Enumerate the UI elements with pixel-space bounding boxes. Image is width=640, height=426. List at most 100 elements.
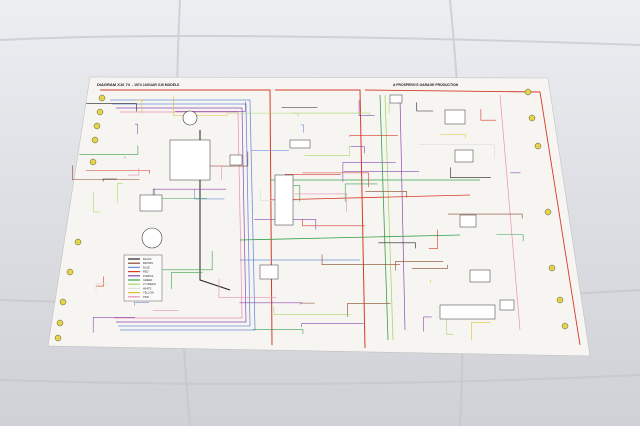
lamp-icon bbox=[96, 108, 104, 116]
wire bbox=[411, 264, 448, 269]
wire bbox=[239, 234, 461, 241]
wire bbox=[304, 145, 350, 156]
wire bbox=[418, 144, 495, 159]
wire bbox=[194, 189, 225, 200]
legend-label: RED bbox=[143, 270, 149, 274]
wire bbox=[269, 194, 471, 201]
legend-label: YELLOW bbox=[143, 291, 154, 295]
wire bbox=[365, 191, 408, 198]
wire bbox=[349, 135, 398, 137]
wire bbox=[447, 213, 523, 219]
wire bbox=[252, 329, 304, 335]
wire bbox=[102, 178, 117, 182]
lamp-icon bbox=[524, 88, 532, 96]
wire bbox=[364, 89, 581, 346]
wire bbox=[428, 229, 438, 249]
wire bbox=[173, 95, 229, 116]
wire bbox=[379, 94, 389, 341]
wire bbox=[342, 162, 396, 182]
wire bbox=[92, 316, 136, 333]
wire bbox=[344, 183, 378, 202]
wire bbox=[72, 165, 140, 180]
wire bbox=[171, 272, 203, 289]
wire bbox=[95, 283, 108, 292]
wire bbox=[110, 99, 256, 331]
wire bbox=[378, 242, 416, 249]
wire bbox=[275, 89, 366, 349]
wire bbox=[300, 302, 315, 305]
legend-label: PURPLE bbox=[143, 274, 154, 278]
component-box bbox=[454, 149, 474, 163]
wire bbox=[321, 254, 400, 266]
lamp-icon bbox=[534, 142, 542, 150]
lamp-icon bbox=[91, 136, 99, 144]
wire bbox=[499, 94, 521, 331]
wire bbox=[293, 185, 301, 202]
component-box bbox=[444, 109, 466, 125]
legend-label: WHITE bbox=[143, 286, 152, 290]
alternator-symbol bbox=[141, 227, 163, 249]
components bbox=[54, 88, 569, 342]
wire bbox=[358, 100, 375, 117]
component-box bbox=[439, 304, 496, 320]
component-box bbox=[469, 269, 491, 283]
wire bbox=[95, 276, 105, 287]
legend-label: BLUE bbox=[143, 265, 150, 269]
poster-producer: A PROSPERO'S GARAGE PRODUCTION bbox=[393, 83, 459, 87]
component-box bbox=[229, 154, 243, 166]
wire bbox=[496, 234, 524, 242]
lamp-icon bbox=[93, 122, 101, 130]
wire bbox=[273, 306, 351, 315]
lamp-icon bbox=[66, 268, 74, 276]
legend-label: PINK bbox=[143, 295, 149, 299]
poster-subtitle: - 1974 JAGUAR XJ6 MODELS bbox=[132, 83, 180, 87]
wire bbox=[416, 102, 434, 112]
wire bbox=[293, 112, 370, 116]
wire bbox=[471, 322, 491, 341]
lamp-icon bbox=[556, 296, 564, 304]
lamp-icon bbox=[54, 334, 62, 342]
lamp-icon bbox=[59, 298, 67, 306]
poster-title: DIAGRAM XJ6 74 bbox=[97, 82, 131, 87]
lamp-icon bbox=[89, 158, 97, 166]
wire bbox=[301, 323, 364, 328]
legend-label: BROWN bbox=[143, 261, 153, 265]
component-box bbox=[289, 139, 311, 149]
wire bbox=[85, 169, 150, 174]
wire bbox=[114, 111, 243, 319]
legend-label: LT GREEN bbox=[143, 282, 156, 286]
legend-label: GREEN bbox=[143, 278, 152, 282]
component-box bbox=[259, 264, 279, 280]
wire bbox=[134, 302, 149, 306]
wire bbox=[294, 193, 347, 212]
wire bbox=[79, 145, 139, 155]
wire bbox=[218, 278, 277, 299]
component-box bbox=[274, 174, 294, 226]
lamp-icon bbox=[544, 208, 552, 216]
wire bbox=[300, 124, 304, 133]
wire bbox=[384, 94, 394, 341]
lamp-icon bbox=[548, 264, 556, 272]
wire bbox=[116, 107, 247, 323]
wire bbox=[450, 167, 491, 178]
wire bbox=[395, 261, 444, 271]
lamp-icon bbox=[74, 238, 82, 246]
component-box bbox=[459, 214, 477, 228]
component-box bbox=[389, 94, 403, 104]
wiring-lines bbox=[72, 89, 581, 349]
wire bbox=[423, 316, 432, 332]
wire bbox=[480, 109, 497, 121]
wire bbox=[155, 250, 213, 271]
motor-symbol bbox=[182, 110, 198, 126]
wire bbox=[93, 192, 101, 213]
wire bbox=[86, 103, 137, 112]
legend-label: BLACK bbox=[143, 257, 152, 261]
wire bbox=[446, 314, 454, 335]
wire bbox=[347, 303, 391, 317]
wire bbox=[112, 103, 251, 327]
wire bbox=[117, 183, 123, 204]
wire bbox=[302, 218, 365, 227]
component-box bbox=[169, 139, 211, 181]
